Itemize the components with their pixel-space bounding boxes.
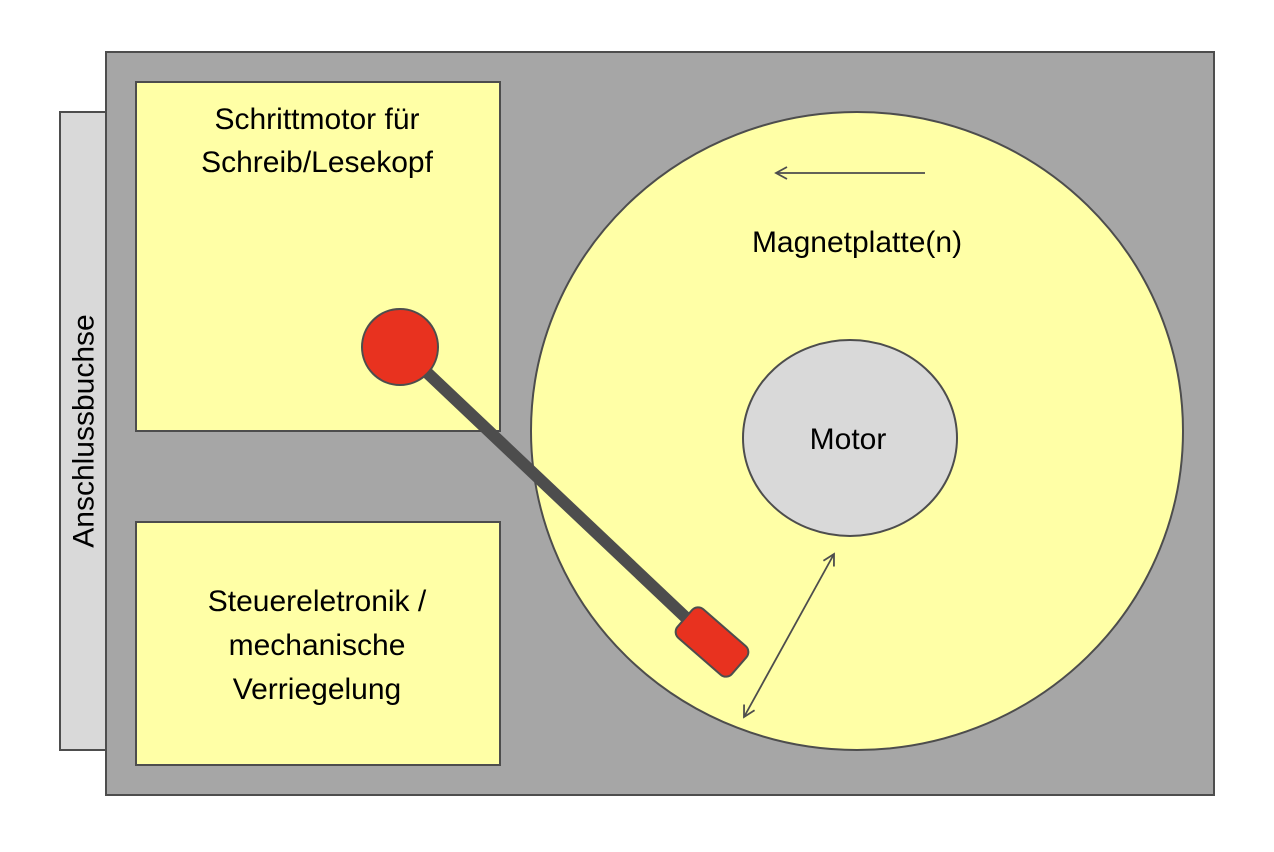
connector-body bbox=[59, 111, 109, 751]
read-write-head bbox=[674, 606, 750, 678]
platter-label: Magnetplatte(n) bbox=[752, 226, 962, 259]
stepper-motor-box bbox=[135, 81, 501, 432]
motor-label: Motor bbox=[810, 423, 887, 456]
connector: Anschlussbuchse bbox=[59, 111, 109, 751]
control-electronics-box bbox=[135, 521, 501, 766]
control-electronics-label-line-2: mechanische bbox=[229, 629, 406, 662]
head-travel-arrow bbox=[743, 552, 835, 719]
stepper-motor-label-line-1: Schrittmotor für bbox=[214, 103, 419, 136]
stepper-motor-label-line-2: Schreib/Lesekopf bbox=[201, 146, 433, 179]
control-electronics-panel: Steuereletronik / mechanische Verriegelu… bbox=[135, 521, 501, 766]
control-electronics-label-line-1: Steuereletronik / bbox=[208, 585, 427, 618]
actuator-arm bbox=[361, 308, 750, 678]
stepper-motor-panel: Schrittmotor für Schreib/Lesekopf bbox=[135, 81, 501, 432]
motor-hub bbox=[742, 339, 958, 537]
arm-pivot bbox=[361, 308, 439, 386]
arm-shaft bbox=[395, 342, 705, 636]
connector-label: Anschlussbuchse bbox=[68, 314, 101, 547]
control-electronics-label-line-3: Verriegelung bbox=[233, 673, 401, 706]
spindle-motor: Motor bbox=[742, 339, 958, 537]
